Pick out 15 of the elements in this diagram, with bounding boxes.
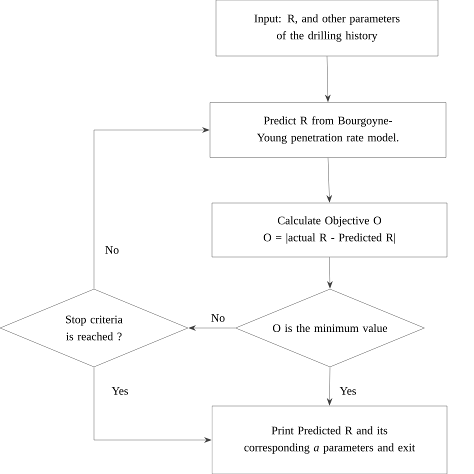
edge-label: No bbox=[211, 314, 225, 322]
arrow bbox=[94, 127, 210, 289]
process-box: Print Predicted R and its corresponding a parameters and exit bbox=[212, 406, 448, 474]
process-box: Input: R, and other parameters of the drilling history bbox=[216, 0, 438, 56]
arrow bbox=[94, 367, 212, 443]
arrow bbox=[188, 325, 236, 331]
process-box: Predict R from Bourgoyne-Young penetration rate model. bbox=[210, 102, 446, 158]
edge-label: Yes bbox=[340, 387, 356, 395]
edge-label: No bbox=[105, 246, 119, 254]
arrow bbox=[326, 158, 332, 202]
arrow bbox=[327, 257, 333, 288]
arrow bbox=[325, 56, 331, 102]
edge-label: Yes bbox=[112, 387, 128, 395]
process-box: Calculate Objective O O = |actual R - Predicted R| bbox=[212, 202, 448, 258]
arrow bbox=[326, 367, 332, 406]
